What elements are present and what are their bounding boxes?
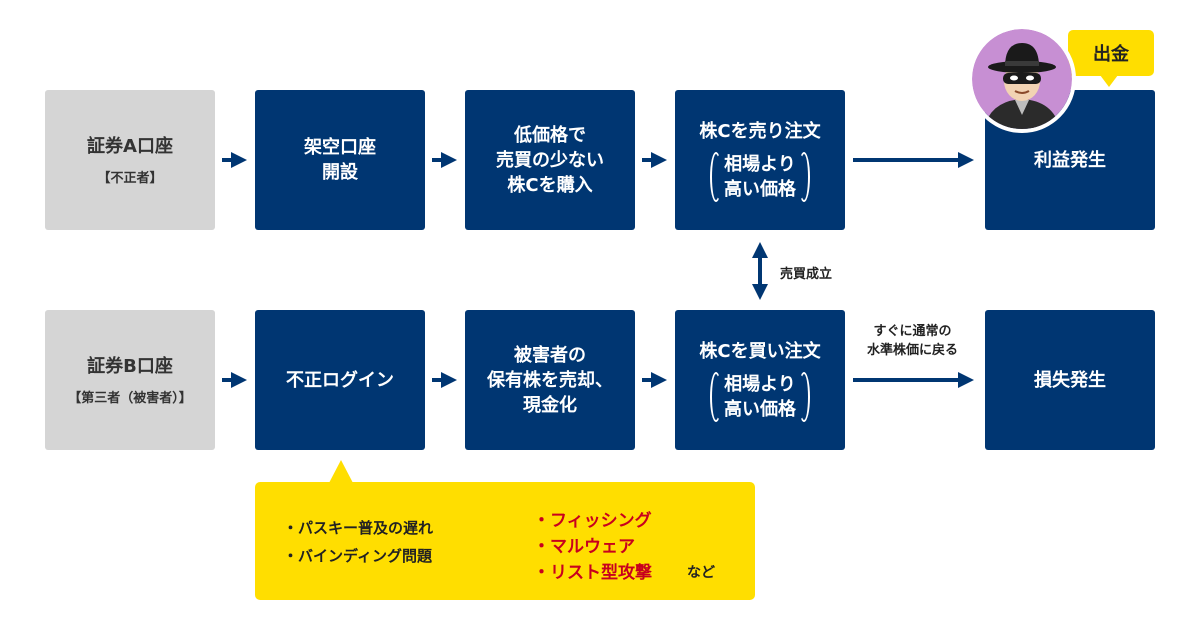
sell-order-title: 株Cを売り注文 — [699, 120, 821, 142]
sell-order-title-wrap: 株Cを売り注文 — [699, 119, 820, 144]
fake-account-line-1: 架空口座 — [304, 137, 376, 158]
unauthorized-login-label: 不正ログイン — [286, 369, 394, 391]
sell-victim-line-3: 現金化 — [523, 394, 577, 416]
attack-phishing: ・フィッシング — [533, 511, 652, 531]
fraudster-illustration — [972, 29, 1072, 129]
sell-order-box: 株Cを売り注文 相場より 高い価格 — [675, 90, 845, 230]
buy-stock-c-box: 低価格で 売買の少ない 株Cを購入 — [465, 90, 635, 230]
loss-box: 損失発生 — [985, 310, 1155, 450]
securities-account-a-box: 証券A口座 【不正者】 — [45, 90, 215, 230]
sell-victim-line-1: 被害者の — [514, 344, 586, 366]
callout-pointer — [329, 460, 353, 483]
buy-order-note-line-2: 高い価格 — [724, 398, 796, 420]
sell-victim-line-2: 保有株を売却、 — [487, 369, 613, 391]
unauthorized-login-box: 不正ログイン — [255, 310, 425, 450]
buy-order-box: 株Cを買い注文 相場より 高い価格 — [675, 310, 845, 450]
sell-order-price-note: 相場より 高い価格 — [710, 151, 810, 202]
loss-text: 損失発生 — [1034, 368, 1106, 393]
sell-victim-stock-text: 被害者の 保有株を売却、 現金化 — [487, 343, 613, 418]
price-returns-line-2: 水準株価に戻る — [866, 343, 958, 358]
cause-binding: ・バインディング問題 — [283, 547, 432, 565]
buy-stock-c-line-3: 株Cを購入 — [507, 174, 593, 196]
attack-malware: ・マルウェア — [533, 537, 635, 557]
buy-stock-c-text: 低価格で 売買の少ない 株Cを購入 — [496, 123, 604, 198]
securities-account-b-box: 証券B口座 【第三者（被害者）】 — [45, 310, 215, 450]
cause-passkey: ・パスキー普及の遅れ — [283, 519, 434, 537]
loss-label: 損失発生 — [1034, 369, 1106, 391]
buy-stock-c-line-1: 低価格で — [514, 124, 586, 146]
account-b-role: 【第三者（被害者）】 — [68, 391, 192, 406]
sell-order-note-line-1: 相場より — [724, 153, 796, 175]
profit-text: 利益発生 — [1034, 148, 1106, 173]
account-a-title: 証券A口座 — [87, 134, 173, 159]
account-b-line: 証券B口座 — [87, 356, 173, 377]
price-returns-label: すぐに通常の 水準株価に戻る — [845, 322, 980, 360]
unauthorized-login-text: 不正ログイン — [286, 368, 394, 393]
profit-label: 利益発生 — [1034, 149, 1106, 171]
buy-order-note-line-1: 相場より — [724, 373, 796, 395]
withdraw-bubble: 出金 — [1068, 30, 1154, 76]
buy-order-price-note: 相場より 高い価格 — [710, 371, 810, 422]
fake-account-opening-box: 架空口座 開設 — [255, 90, 425, 230]
fake-account-text: 架空口座 開設 — [304, 135, 376, 185]
trade-executed-label: 売買成立 — [780, 267, 833, 282]
buy-order-title-wrap: 株Cを買い注文 — [699, 339, 820, 364]
account-b-title: 証券B口座 — [87, 354, 173, 379]
sell-order-note-line-2: 高い価格 — [724, 178, 796, 200]
cause-callout: ・パスキー普及の遅れ ・バインディング問題 ・フィッシング ・マルウェア ・リス… — [255, 482, 755, 600]
fake-account-line-2: 開設 — [322, 162, 358, 183]
withdraw-bubble-tail — [1100, 75, 1118, 87]
price-returns-line-1: すぐに通常の — [873, 324, 952, 339]
account-a-role: 【不正者】 — [97, 171, 163, 186]
sell-victim-stock-box: 被害者の 保有株を売却、 現金化 — [465, 310, 635, 450]
buy-stock-c-line-2: 売買の少ない — [496, 149, 604, 171]
buy-order-title: 株Cを買い注文 — [699, 340, 821, 362]
attack-list-type: ・リスト型攻撃 — [533, 563, 652, 583]
etc-label: など — [687, 565, 715, 581]
account-a-line: 証券A口座 — [87, 136, 173, 157]
fraudster-avatar-icon — [968, 25, 1076, 133]
